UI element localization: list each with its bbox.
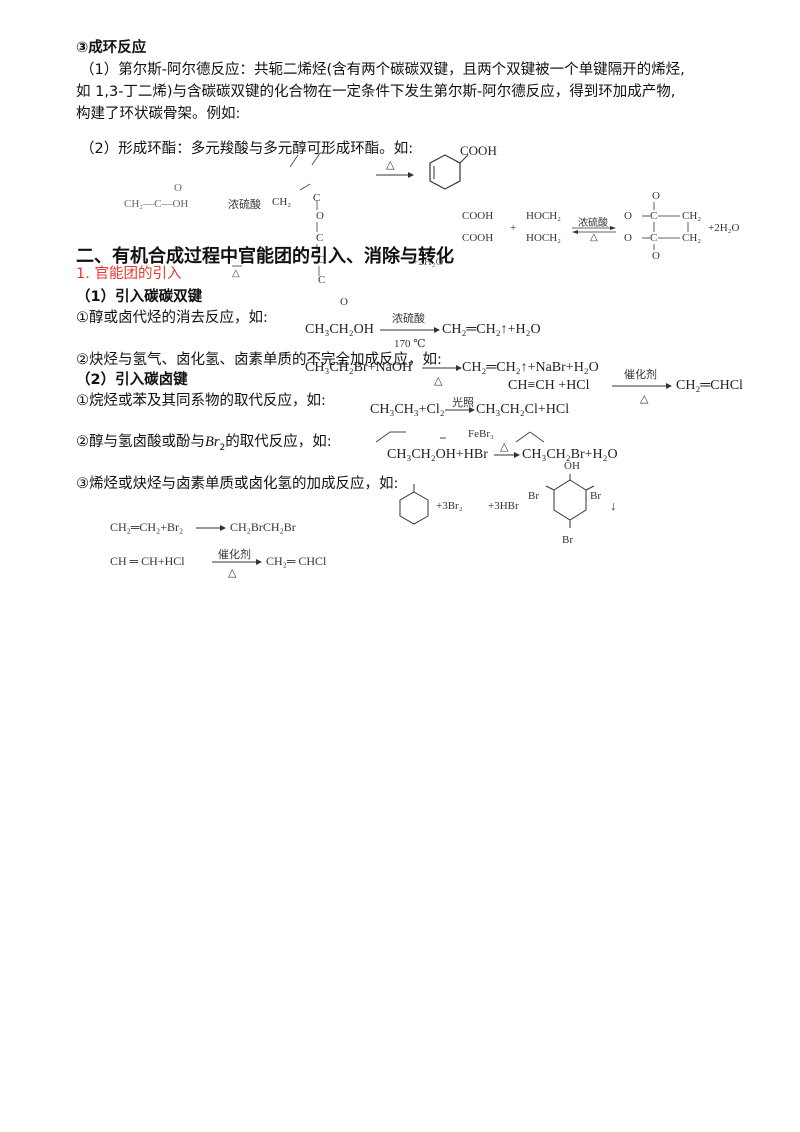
phenol-hbr: +3HBr xyxy=(488,500,519,512)
c2-item2: ②醇与氢卤酸或酚与Br2的取代反应，如: xyxy=(76,432,332,458)
tribromophenol-ring-icon xyxy=(545,474,595,528)
phenol-plus-br2: +3Br₂ xyxy=(436,500,463,512)
phenol-br-bottom: Br xyxy=(562,534,573,546)
ester-cooh2: COOH xyxy=(462,232,494,244)
ester-h2o: +2H₂O xyxy=(708,222,740,234)
ester-c1: C xyxy=(650,210,658,222)
ester-o-left1: O xyxy=(624,210,632,222)
phenol-br-right: Br xyxy=(590,490,601,502)
c1-item2: ②炔烃与氢气、卤化氢、卤素单质的不完全加成反应，如: xyxy=(76,352,442,368)
ester-ring-bonds-icon xyxy=(642,202,689,250)
svg-text:△: △ xyxy=(232,268,240,279)
diels-alder-structure-icon xyxy=(289,152,469,190)
diels-alder-cooh: COOH xyxy=(460,143,497,158)
ester-o-top2: O xyxy=(652,250,660,262)
frag-bonds-icon xyxy=(299,183,320,276)
eq-left: CH₃CH₂Br+NaOH xyxy=(305,360,413,375)
ester-o-left2: O xyxy=(624,232,632,244)
diels-alder-delta: △ xyxy=(386,159,395,171)
frag-o-top: O xyxy=(174,182,182,194)
phenol-br-left: Br xyxy=(528,490,539,502)
frag-arrow-icon: △ xyxy=(232,265,242,279)
frag-conc-label: 浓硫酸 xyxy=(228,199,261,211)
eq-arrow-icon xyxy=(494,452,520,458)
eq-left: CH≡CH +HCl xyxy=(508,378,590,393)
eq-arrow-icon xyxy=(422,365,462,371)
eq-arrow-icon xyxy=(212,559,262,565)
item2-suffix: 的取代反应，如: xyxy=(225,434,332,450)
c2-heading: （2）引入碳卤键 xyxy=(76,372,188,388)
eq-right: CH₂BrCH₂Br xyxy=(230,520,296,534)
ester-c2: C xyxy=(650,232,658,244)
eq-condition-bottom: △ xyxy=(640,393,649,405)
eq-condition-bottom: △ xyxy=(434,375,443,387)
c1-item1: ①醇或卤代烃的消去反应，如: xyxy=(76,310,268,326)
ester-cooh1: COOH xyxy=(462,210,494,222)
eq-right: CH₃CH₂Cl+HCl xyxy=(476,402,570,417)
ester-delta: △ xyxy=(590,232,598,243)
benzene-fragment-icon xyxy=(375,431,545,443)
item2-br-subscript: 2 xyxy=(219,442,226,453)
subheading-introduction: 1. 官能团的引入 xyxy=(76,266,182,282)
eq-condition-bottom: 170 ℃ xyxy=(394,338,426,350)
eq-left: CH₃CH₂OH+HBr xyxy=(387,447,488,462)
eq-right: CH₃CH₂Br+H₂O xyxy=(522,447,618,462)
phenol-precipitate-arrow: ↓ xyxy=(610,498,617,513)
ester-plus: + xyxy=(510,222,517,234)
ester-hoch2-1: HOCH₂ xyxy=(526,210,562,222)
eq-condition-bottom: △ xyxy=(228,567,237,579)
frag-c: C xyxy=(313,192,321,204)
paragraph-diels-alder-line3: 构建了环状碳骨架。例如: xyxy=(76,106,241,122)
c2-item3: ③烯烃或炔烃与卤素单质或卤化氢的加成反应，如: xyxy=(76,476,399,492)
fragment-febr3: FeBr₃ xyxy=(468,428,494,440)
eq-left: CH ═ CH+HCl xyxy=(110,554,185,568)
eq-right: CH₂═CH₂↑+NaBr+H₂O xyxy=(462,360,599,375)
eq-right: CH₂═ CHCl xyxy=(266,554,327,568)
eq-condition: △ xyxy=(500,441,509,453)
item2-br: Br xyxy=(205,434,220,450)
frag-left: CH₂—C—OH xyxy=(124,198,189,210)
ester-hoch2-2: HOCH₂ xyxy=(526,232,562,244)
frag-ch2: CH₂ xyxy=(272,196,292,208)
eq-condition-top: 催化剂 xyxy=(218,549,251,561)
eq-left: CH₃CH₂OH xyxy=(305,322,374,337)
paragraph-diels-alder-line1: （1）第尔斯-阿尔德反应：共轭二烯烃(含有两个碳碳双键，且两个双键被一个单键隔开… xyxy=(80,62,685,78)
frag-o-bottom: O xyxy=(340,296,348,308)
eq-condition-top: 催化剂 xyxy=(624,369,657,381)
ester-ch2-2: CH₂ xyxy=(682,232,702,244)
eq-right: CH₂═CHCl xyxy=(676,378,743,393)
ester-ch2-1: CH₂ xyxy=(682,210,702,222)
section-heading-ring-formation: ③成环反应 xyxy=(76,40,147,56)
frag-c2: C xyxy=(316,232,324,244)
ester-o-top1: O xyxy=(652,190,660,202)
paragraph-diels-alder-line2: 如 1,3-丁二烯)与含碳碳双键的化合物在一定条件下发生第尔斯-阿尔德反应，得到… xyxy=(76,84,676,100)
frag-o-mid: O xyxy=(316,210,324,222)
eq-arrow-icon xyxy=(445,407,475,413)
ester-equilibrium-arrow-icon xyxy=(572,226,616,234)
eq-arrow-icon xyxy=(196,525,226,531)
c1-heading: （1）引入碳碳双键 xyxy=(76,289,203,305)
frag-o-c: C xyxy=(318,274,326,286)
phenol-ring-icon xyxy=(399,484,429,525)
part2-heading: 二、有机合成过程中官能团的引入、消除与转化 xyxy=(76,246,454,267)
eq-arrow-icon xyxy=(380,327,440,333)
eq-arrow-icon xyxy=(612,383,672,389)
c2-item1: ①烷烃或苯及其同系物的取代反应，如: xyxy=(76,393,326,409)
frag-o-low: O xyxy=(318,254,326,266)
eq-right: CH₂═CH₂↑+H₂O xyxy=(442,322,541,337)
item2-prefix: ②醇与氢卤酸或酚与 xyxy=(76,434,205,450)
eq-left: CH₃CH₃+Cl₂ xyxy=(370,402,445,417)
eq-condition-top: 光照 xyxy=(452,397,474,409)
ester-conc: 浓硫酸 xyxy=(578,218,608,229)
eq-condition-top: 浓硫酸 xyxy=(392,313,425,325)
eq-left: CH₂═CH₂+Br₂ xyxy=(110,520,184,534)
phenol-oh: OH xyxy=(564,460,580,472)
frag-h2o: +2H₂O xyxy=(412,256,444,268)
